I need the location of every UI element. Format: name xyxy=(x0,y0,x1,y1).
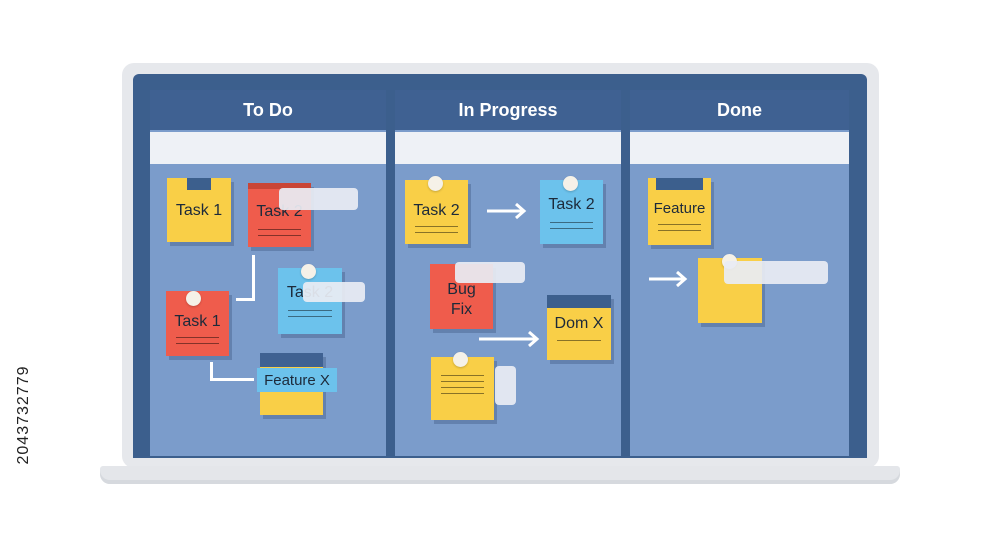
note-tab xyxy=(547,295,611,308)
connector-line xyxy=(236,298,255,301)
column-band xyxy=(395,132,621,164)
drag-placeholder xyxy=(455,262,525,283)
connector-line xyxy=(210,362,213,381)
note-lines xyxy=(441,375,484,399)
note-tab xyxy=(260,353,323,367)
column-header-done: Done xyxy=(630,90,849,130)
drag-placeholder xyxy=(495,366,516,405)
sticky-note-task-1[interactable]: Task 1 xyxy=(166,291,229,356)
note-tab xyxy=(187,178,211,190)
note-label: Task 2 xyxy=(413,202,460,219)
watermark-id: 2043732779 xyxy=(4,300,44,540)
connector-line xyxy=(252,255,255,301)
drag-placeholder xyxy=(279,188,358,210)
pin-icon xyxy=(428,176,443,191)
column-band xyxy=(630,132,849,164)
connector-line xyxy=(210,378,254,381)
note-lines xyxy=(176,337,219,349)
note-tab xyxy=(656,178,703,190)
note-label: Task 1 xyxy=(174,313,221,330)
note-label: Task 1 xyxy=(175,202,223,219)
note-lines xyxy=(288,310,332,322)
note-label: Feature X xyxy=(257,368,337,392)
note-label: Feature xyxy=(653,200,706,217)
watermark-text: 2043732779 xyxy=(15,365,32,465)
note-tab xyxy=(248,183,311,189)
note-lines xyxy=(550,222,593,234)
arrow-right-icon xyxy=(649,270,688,288)
note-label: Task 2 xyxy=(548,196,595,213)
column-header-in-progress: In Progress xyxy=(395,90,621,130)
arrow-right-icon xyxy=(479,330,540,348)
drag-placeholder xyxy=(303,282,365,302)
arrow-right-icon xyxy=(487,202,527,220)
pin-icon xyxy=(186,291,201,306)
pin-icon xyxy=(563,176,578,191)
column-header-todo: To Do xyxy=(150,90,386,130)
sticky-note-blank[interactable] xyxy=(431,357,494,420)
laptop-base xyxy=(100,466,900,484)
sticky-note-dom-x[interactable]: Dom X xyxy=(547,295,611,360)
pin-icon xyxy=(301,264,316,279)
drag-placeholder xyxy=(724,261,828,284)
note-label: Bug Fix xyxy=(447,281,476,318)
sticky-note-task-1[interactable]: Task 1 xyxy=(167,178,231,242)
note-lines xyxy=(557,340,601,346)
pin-icon xyxy=(453,352,468,367)
note-label: Dom X xyxy=(554,315,604,332)
note-lines xyxy=(258,229,301,241)
sticky-note-feature[interactable]: Feature xyxy=(648,178,711,245)
column-band xyxy=(150,132,386,164)
note-lines xyxy=(658,224,701,236)
note-lines xyxy=(415,226,458,238)
